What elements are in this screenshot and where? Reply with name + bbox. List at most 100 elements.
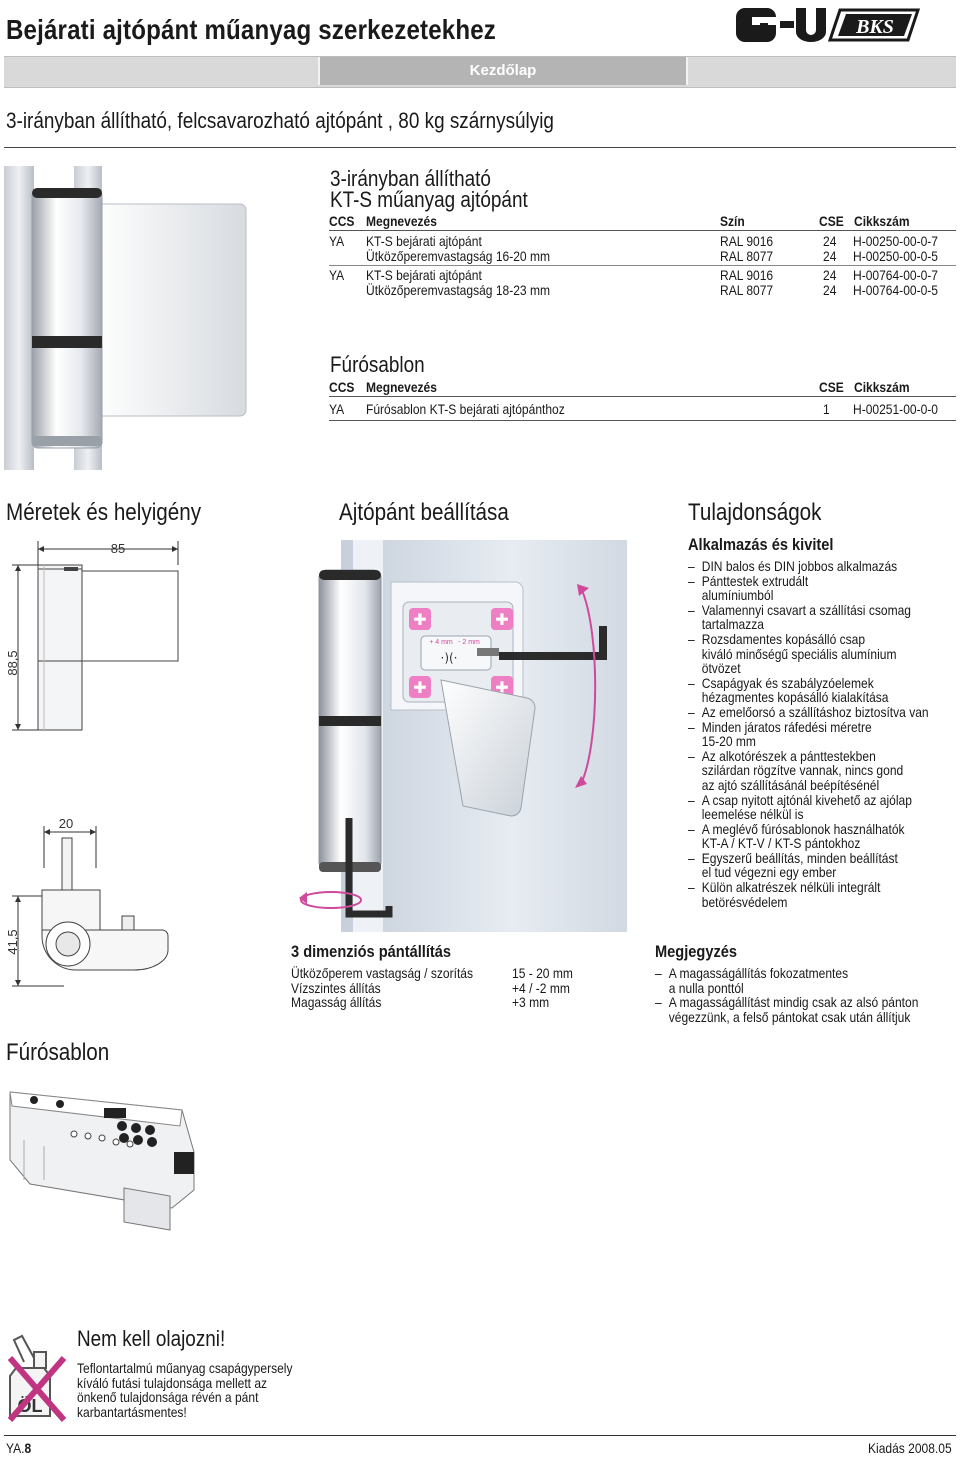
adjust-row-value: +4 / -2 mm xyxy=(512,979,570,996)
col-code: Cikkszám xyxy=(854,213,910,229)
table-cell: KT-S bejárati ajtópánt xyxy=(366,233,482,249)
table-cell: RAL 9016 xyxy=(720,267,774,283)
table-cell: YA xyxy=(329,233,345,249)
property-item: Külön alkatrészek nélküli integráltbetör… xyxy=(688,880,955,909)
dim-height-label: 88,5 xyxy=(5,650,20,675)
col-ccs: CCS xyxy=(329,213,355,229)
col-name: Megnevezés xyxy=(366,213,437,229)
oil-heading: Nem kell olajozni! xyxy=(77,1326,226,1351)
page-subtitle: 3-irányban állítható, felcsavarozható aj… xyxy=(6,108,554,133)
adjust-row-label: Ütközőperem vastagság / szorítás xyxy=(291,965,474,981)
page-title: Bejárati ajtópánt műanyag szerkezetekhez xyxy=(6,14,496,45)
table-cell: RAL 8077 xyxy=(720,282,774,298)
table-cell: Fúrósablon KT-S bejárati ajtópánthoz xyxy=(366,401,565,417)
note-item-line: A magasságállítást mindig csak az alsó p… xyxy=(668,994,919,1011)
property-item-line: Az alkotórészek a pánttestekben xyxy=(701,747,876,764)
adjust-table: Ütközőperem vastagság / szorítás 15 - 20… xyxy=(291,966,631,1016)
adjust-plus-label: + 4 mm xyxy=(429,639,453,646)
property-item-line: el tud végezni egy ember xyxy=(701,864,837,881)
template-table: CCS Megnevezés CSE Cikkszám YA Fúrósablo… xyxy=(329,378,959,422)
property-item-line: 15-20 mm xyxy=(701,733,756,750)
table-rule xyxy=(329,420,956,421)
gu-logo xyxy=(736,8,826,42)
property-item-line: Rozsdamentes kopásálló csap xyxy=(701,630,866,647)
dim-width-label: 85 xyxy=(111,541,125,556)
dim-depth-label: 41,5 xyxy=(5,929,20,954)
col-color: Szín xyxy=(720,213,745,229)
oil-text: Teflontartalmú műanyag csapágypersely kí… xyxy=(77,1361,292,1419)
property-item-line: leemelése nélkül is xyxy=(701,806,804,823)
property-item-line: Egyszerű beállítás, minden beállítást xyxy=(701,849,898,866)
edition-label: Kiadás 2008.05 xyxy=(868,1440,952,1456)
adjust-symbol: ·)(· xyxy=(441,651,458,665)
brand-logos: BKS xyxy=(736,8,921,42)
property-item: Egyszerű beállítás, minden beállítástel … xyxy=(688,851,955,880)
property-item: Valamennyi csavart a szállítási csomagta… xyxy=(688,603,955,632)
adjust-minus-label: - 2 mm xyxy=(458,639,480,646)
dimensions-heading: Méretek és helyigény xyxy=(6,499,202,526)
col-cse: CSE xyxy=(819,379,844,395)
property-item-line: kiváló minőségű speciális alumínium xyxy=(701,645,897,662)
property-item-line: Csapágyak és szabályzóelemek xyxy=(701,674,874,691)
svg-text:✚: ✚ xyxy=(495,610,508,629)
property-item-line: alumíniumból xyxy=(701,587,774,604)
property-item: A csap nyitott ajtónál kivehető az ajóla… xyxy=(688,791,955,823)
property-item: Az emelőorsó a szállításhoz biztosítva v… xyxy=(688,705,955,720)
oil-text-line: Teflontartalmú műanyag csapágypersely xyxy=(77,1360,293,1376)
svg-text:✚: ✚ xyxy=(413,678,426,697)
property-item-line: az ajtó szállításánál beépítésénél xyxy=(701,776,880,793)
table-cell: Ütközőperemvastagság 18-23 mm xyxy=(366,282,551,298)
table-cell: 24 xyxy=(823,267,837,283)
property-item-line: Minden járatos ráfedési méretre xyxy=(701,718,872,735)
property-item: A meglévő fúrósablonok használhatókKT-A … xyxy=(688,822,955,851)
no-oil-icon: ÖL xyxy=(7,1334,67,1422)
adjust-row-label: Vízszintes állítás xyxy=(291,979,381,996)
col-cse: CSE xyxy=(819,213,844,229)
table-cell: KT-S bejárati ajtópánt xyxy=(366,267,482,283)
oil-text-line: karbantartásmentes! xyxy=(77,1403,187,1420)
property-item: Az alkotórészek a pánttestekbenszilárdan… xyxy=(688,749,955,793)
oil-text-line: önkenő tulajdonsága révén a pánt xyxy=(77,1389,259,1406)
table-cell: H-00251-00-0-0 xyxy=(853,401,939,417)
table-cell: 24 xyxy=(823,282,837,298)
hinge-photo xyxy=(4,166,256,470)
property-item-line: A meglévő fúrósablonok használhatók xyxy=(701,820,905,837)
property-item-line: Pánttestek extrudált xyxy=(701,572,809,589)
hinge-adjustment-photo: ✚ ✚ ✚ ✚ + 4 mm - 2 mm ·)(· xyxy=(291,540,627,932)
dimension-drawing-top: 20 41,5 xyxy=(5,816,169,987)
property-item-line: Valamennyi csavart a szállítási csomag xyxy=(701,601,911,618)
product-heading-2: KT-S műanyag ajtópánt xyxy=(330,187,528,212)
adjust-table-heading: 3 dimenziós pántállítás xyxy=(291,942,452,961)
property-item-line: tartalmazza xyxy=(701,616,764,633)
table-cell: H-00764-00-0-5 xyxy=(853,282,939,298)
property-item-line: hézagmentes kopásálló kialakítása xyxy=(701,689,889,706)
property-item-line: A csap nyitott ajtónál kivehető az ajóla… xyxy=(701,791,912,808)
note-item-line: a nulla ponttól xyxy=(668,979,744,996)
bks-logo-text: BKS xyxy=(855,16,894,38)
adjust-row-label: Magasság állítás xyxy=(291,994,382,1011)
dim-pin-label: 20 xyxy=(59,816,73,831)
note-item: A magasságállítást mindig csak az alsó p… xyxy=(655,995,947,1024)
adjust-row-value: 15 - 20 mm xyxy=(512,965,573,981)
oil-text-line: kíváló futási tulajdonsága mellett az xyxy=(77,1374,268,1391)
property-item-line: betörésvédelem xyxy=(701,893,788,910)
adjust-heading: Ajtópánt beállítása xyxy=(339,499,509,526)
drill-template-heading: Fúrósablon xyxy=(6,1039,110,1066)
note-item-line: végezzünk, a felső pántokat csak után ál… xyxy=(668,1008,911,1025)
table-cell: H-00250-00-0-5 xyxy=(853,248,939,264)
table-cell: 1 xyxy=(823,401,830,417)
home-nav-button[interactable]: Kezdőlap xyxy=(318,57,688,85)
table-rule xyxy=(329,265,956,266)
svg-text:✚: ✚ xyxy=(413,610,426,629)
property-item-line: Külön alkatrészek nélküli integrált xyxy=(701,879,881,896)
col-code: Cikkszám xyxy=(854,379,910,395)
note-item-line: A magasságállítás fokozatmentes xyxy=(668,965,849,981)
property-item-line: DIN balos és DIN jobbos alkalmazás xyxy=(701,558,898,574)
property-item-line: KT-A / KT-V / KT-S pántokhoz xyxy=(701,835,861,852)
table-rule xyxy=(329,230,956,231)
table-cell: Ütközőperemvastagság 16-20 mm xyxy=(366,248,551,264)
properties-heading: Tulajdonságok xyxy=(688,499,822,526)
template-heading: Fúrósablon xyxy=(330,352,425,377)
